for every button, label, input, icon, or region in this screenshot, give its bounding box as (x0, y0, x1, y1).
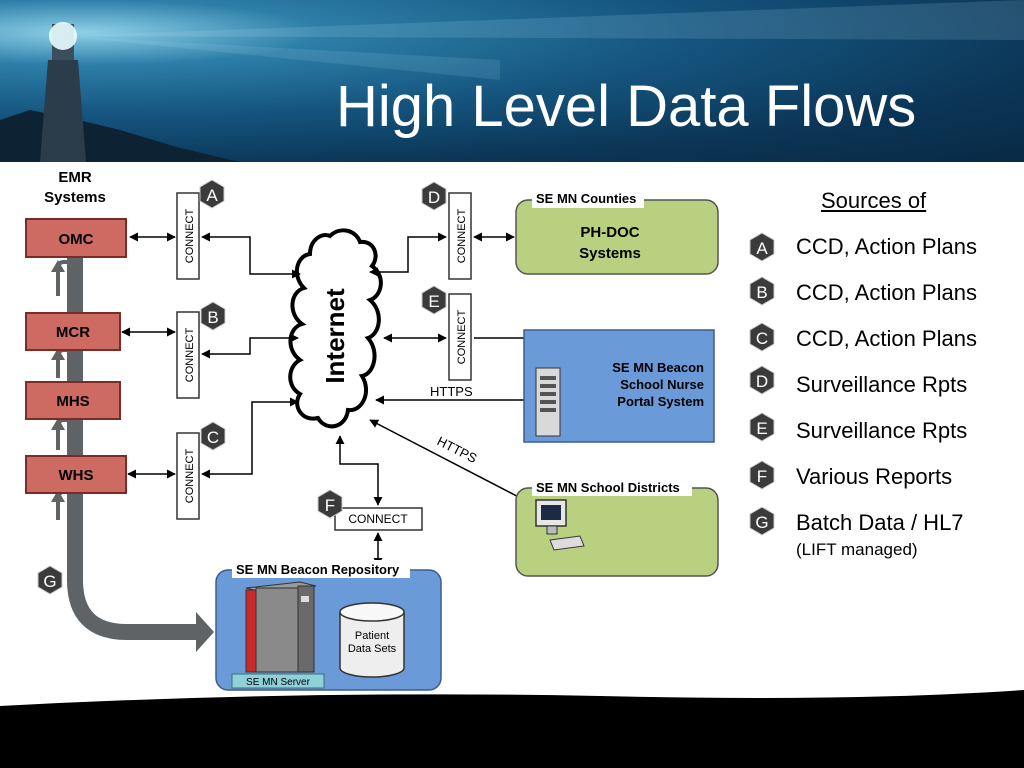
connect-box-e: CONNECT (448, 293, 472, 381)
svg-text:C: C (207, 428, 219, 447)
connect-box-b: CONNECT (176, 311, 200, 399)
svg-text:G: G (43, 572, 56, 591)
phdoc-line1: PH-DOC (580, 224, 639, 241)
svg-text:D: D (756, 372, 768, 391)
svg-text:F: F (757, 467, 767, 486)
svg-text:C: C (756, 329, 768, 348)
legend-marker-d: D (749, 365, 775, 395)
lighthouse-image (0, 0, 1024, 162)
svg-text:A: A (206, 186, 218, 205)
svg-text:F: F (325, 496, 335, 515)
connect-label: CONNECT (184, 449, 196, 504)
internet-label: Internet (320, 288, 350, 384)
patient-data-cylinder-icon (339, 602, 405, 678)
repository-server-icon (245, 581, 317, 673)
marker-a: A (199, 179, 225, 209)
header-banner: High Level Data Flows (0, 0, 1024, 162)
legend-marker-b: B (749, 276, 775, 306)
source-subnote: (LIFT managed) (796, 540, 918, 559)
source-item-b: CCD, Action Plans (796, 280, 977, 305)
svg-text:B: B (756, 283, 767, 302)
footer-bar (0, 690, 1024, 768)
emr-system-mcr: MCR (25, 312, 121, 351)
source-item-g: Batch Data / HL7 (796, 510, 964, 535)
emr-system-omc: OMC (25, 218, 127, 258)
legend-marker-a: A (749, 232, 775, 262)
source-item-f: Various Reports (796, 464, 953, 489)
source-item-e: Surveillance Rpts (796, 418, 968, 443)
svg-text:D: D (428, 188, 440, 207)
connect-box-d: CONNECT (448, 192, 472, 280)
connect-box-a: CONNECT (176, 192, 200, 280)
connect-label: CONNECT (184, 209, 196, 264)
patient-line2: Data Sets (348, 643, 397, 655)
legend-marker-e: E (749, 412, 775, 442)
districts-header: SE MN School Districts (536, 480, 680, 495)
source-item-d: Surveillance Rpts (796, 372, 968, 397)
computer-icon (535, 499, 585, 551)
legend-marker-f: F (749, 460, 775, 490)
repository-header: SE MN Beacon Repository (236, 562, 400, 577)
hl7-batch-arrowhead (196, 612, 214, 652)
emr-title-line2: Systems (44, 189, 106, 206)
connect-label: CONNECT (348, 512, 408, 526)
emr-system-label: WHS (59, 467, 94, 484)
counties-header: SE MN Counties (536, 191, 636, 206)
beacon-line3: Portal System (617, 394, 704, 409)
svg-text:A: A (756, 239, 768, 258)
school-districts-box: SE MN School Districts (515, 478, 719, 577)
beacon-line1: SE MN Beacon (612, 360, 704, 375)
connect-box-c: CONNECT (176, 432, 200, 520)
svg-text:G: G (755, 513, 768, 532)
emr-system-label: OMC (59, 231, 94, 248)
legend-marker-g: G (749, 506, 775, 536)
connect-label: CONNECT (456, 209, 468, 264)
source-item-c: CCD, Action Plans (796, 326, 977, 351)
marker-b: B (200, 301, 226, 331)
server-label: SE MN Server (246, 677, 311, 688)
beacon-portal-box: SE MN Beacon School Nurse Portal System (523, 329, 715, 443)
marker-f: F (317, 489, 343, 519)
emr-title-line1: EMR (58, 169, 92, 186)
hl7-batch-pipe (67, 255, 200, 640)
marker-c: C (200, 421, 226, 451)
sources-title: Sources of (821, 188, 927, 213)
slide-title: High Level Data Flows (336, 74, 917, 139)
beacon-line2: School Nurse (620, 377, 704, 392)
https-label-1: HTTPS (430, 384, 473, 399)
source-item-a: CCD, Action Plans (796, 234, 977, 259)
https-label-2: HTTPS (435, 433, 480, 466)
svg-text:B: B (207, 308, 218, 327)
connect-label: CONNECT (184, 328, 196, 383)
connect-box-f: CONNECT (334, 507, 423, 531)
connect-label: CONNECT (456, 310, 468, 365)
marker-d: D (421, 181, 447, 211)
emr-system-mhs: MHS (25, 381, 121, 420)
internet-cloud: Internet (288, 228, 383, 429)
phdoc-line2: Systems (579, 245, 641, 262)
beacon-repository-box: SE MN Beacon Repository Patient Data Set… (215, 560, 442, 691)
emr-uplink-arrowheads (51, 260, 65, 502)
emr-system-whs: WHS (25, 455, 127, 494)
patient-line1: Patient (355, 630, 389, 642)
emr-system-label: MHS (56, 393, 89, 410)
marker-g: G (37, 565, 63, 595)
server-icon (535, 367, 561, 437)
legend-marker-c: C (749, 322, 775, 352)
svg-text:E: E (756, 419, 767, 438)
marker-e: E (421, 285, 447, 315)
phdoc-systems-box: SE MN Counties PH-DOC Systems (515, 190, 719, 275)
emr-system-label: MCR (56, 324, 90, 341)
svg-text:E: E (428, 292, 439, 311)
